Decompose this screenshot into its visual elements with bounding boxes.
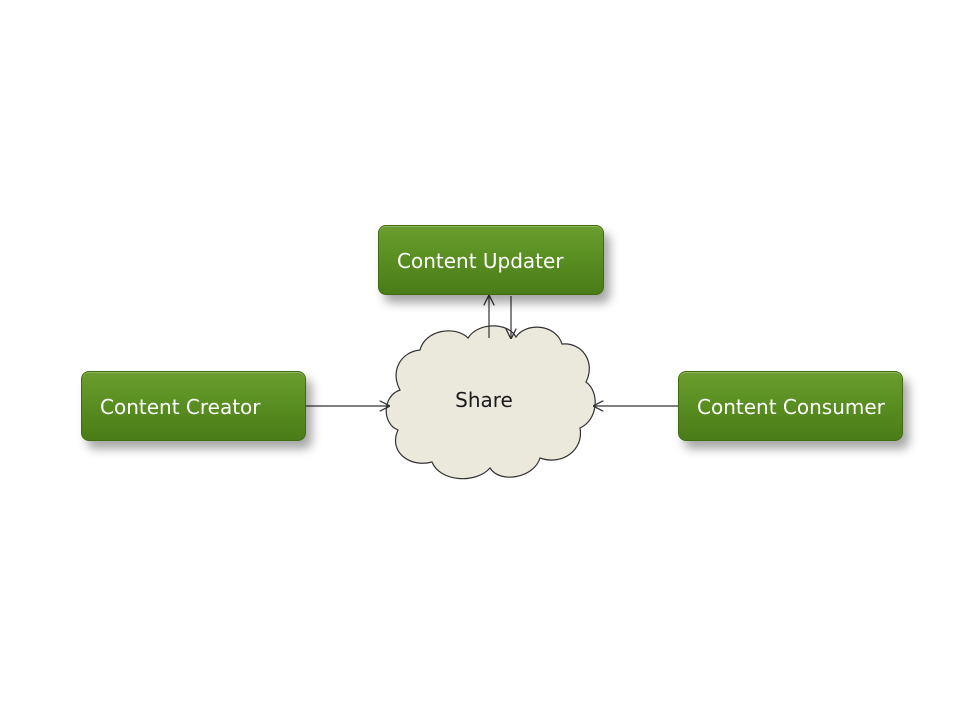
content-consumer-label: Content Consumer	[697, 395, 885, 419]
content-updater-label: Content Updater	[397, 249, 564, 273]
content-updater-node: Content Updater	[378, 225, 604, 295]
content-creator-label: Content Creator	[100, 395, 261, 419]
share-label: Share	[455, 388, 513, 412]
content-creator-node: Content Creator	[81, 371, 306, 441]
content-consumer-node: Content Consumer	[678, 371, 903, 441]
